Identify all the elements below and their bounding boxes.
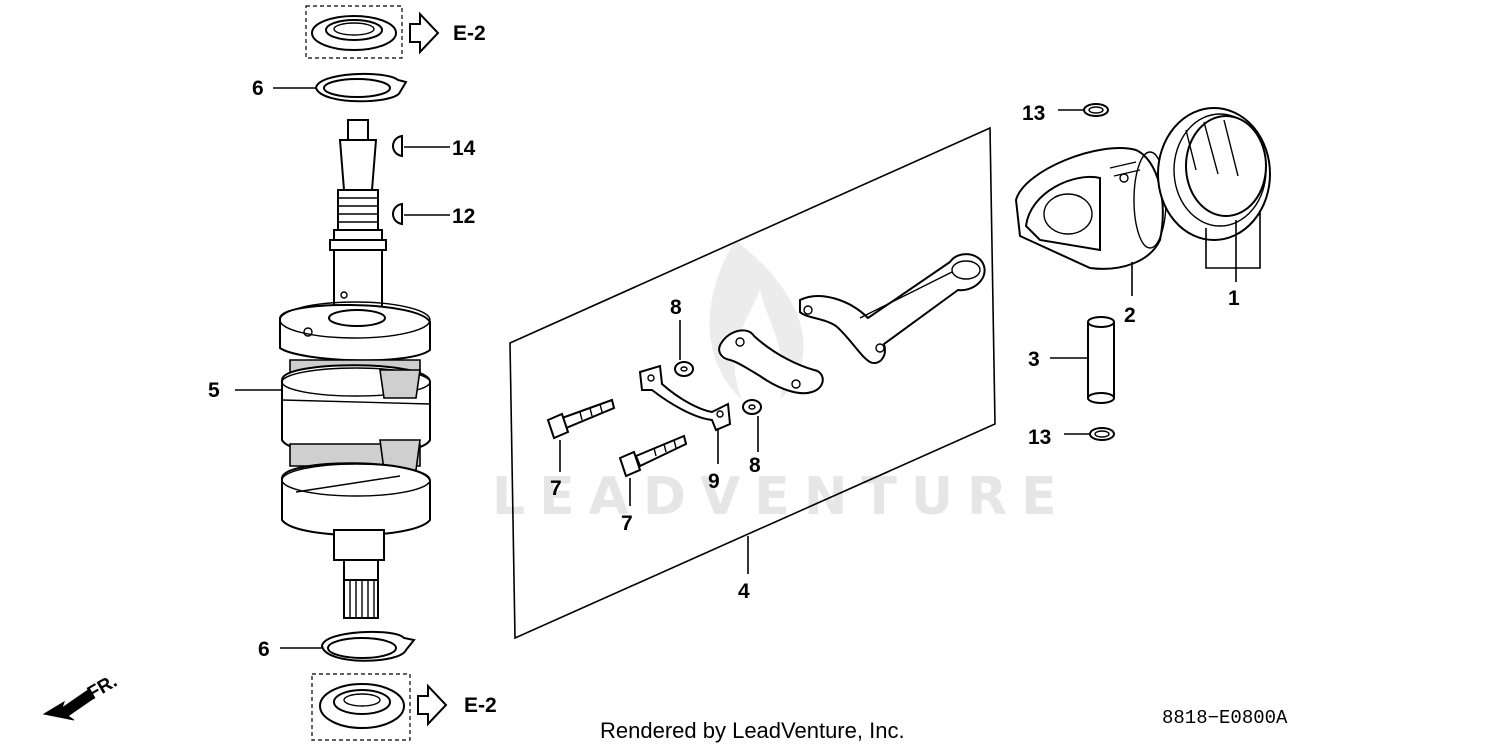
ref-arrow-bottom[interactable]: E-2 (417, 683, 497, 727)
connecting-rod[interactable] (799, 253, 986, 364)
piston-pin[interactable] (1087, 316, 1115, 404)
rod-cap[interactable] (718, 329, 824, 395)
callout-14: 14 (452, 137, 476, 160)
piston[interactable] (1014, 147, 1167, 270)
bolt-7-left[interactable] (546, 398, 616, 440)
rod-assembly-frame (509, 126, 996, 640)
callout-5: 5 (208, 379, 220, 402)
ref-label-top: E-2 (453, 22, 486, 45)
woodruff-key-12[interactable] (392, 202, 403, 226)
oil-seal-top[interactable] (305, 5, 403, 59)
woodruff-key-14[interactable] (392, 134, 403, 158)
ref-label-bottom: E-2 (464, 694, 497, 717)
callout-13-top: 13 (1022, 102, 1045, 125)
bolt-7-right[interactable] (618, 434, 688, 478)
washer-8-right[interactable] (742, 399, 762, 415)
oil-seal-bottom[interactable] (311, 673, 411, 741)
circlip-13-bottom[interactable] (1089, 427, 1115, 441)
callout-4: 4 (738, 580, 750, 603)
circlip-13-top[interactable] (1083, 103, 1109, 117)
front-direction-arrow: FR. (42, 671, 121, 721)
callout-9: 9 (708, 470, 720, 493)
thrust-washer-bottom[interactable] (320, 630, 416, 662)
thrust-washer-top[interactable] (314, 72, 408, 103)
callout-7-left: 7 (550, 477, 562, 500)
watermark-text: LEADVENTURE (492, 467, 1071, 527)
callout-13-bottom: 13 (1028, 426, 1051, 449)
callout-3: 3 (1028, 348, 1040, 371)
crankshaft[interactable] (279, 119, 431, 619)
piston-rings[interactable] (1157, 107, 1271, 241)
lock-plate-9[interactable] (638, 364, 732, 432)
callout-6-bottom: 6 (258, 638, 270, 661)
washer-8-left[interactable] (674, 361, 694, 377)
footer-credit: Rendered by LeadVenture, Inc. (600, 718, 905, 743)
callout-7-right: 7 (621, 512, 633, 535)
callout-1: 1 (1228, 287, 1240, 310)
callout-6-top: 6 (252, 77, 264, 100)
callout-8-right: 8 (749, 454, 761, 477)
callout-12: 12 (452, 205, 475, 228)
ref-arrow-top[interactable]: E-2 (409, 11, 486, 55)
callout-8-left: 8 (670, 296, 682, 319)
callout-2: 2 (1124, 304, 1136, 327)
diagram-code: 8818−E0800A (1162, 707, 1288, 729)
